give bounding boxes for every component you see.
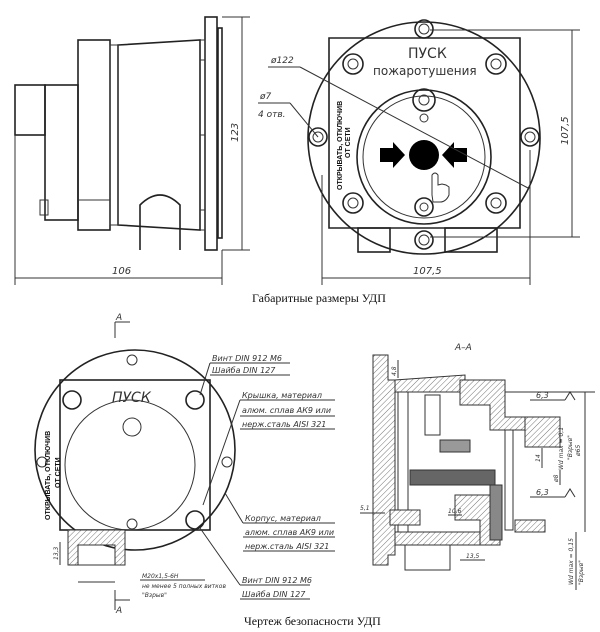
callout-screw-bottom-2: Шайба DIN 127 bbox=[242, 590, 306, 599]
dim-5-1: 5,1 bbox=[360, 505, 370, 512]
screw-heads bbox=[36, 354, 233, 530]
fit-top-3: ø65 bbox=[575, 445, 582, 457]
callout-cover-1: Крышка, материал bbox=[242, 391, 322, 400]
callout-body-3: нерж.сталь AISI 321 bbox=[245, 542, 329, 551]
screw-heads bbox=[342, 53, 507, 217]
roughness-top: 6,3 bbox=[536, 391, 549, 400]
thread-note-3: "Взрыв" bbox=[142, 592, 167, 599]
label-title: ПУСК bbox=[112, 390, 152, 406]
fit-bottom-1: Wd max = 0,15 bbox=[568, 538, 575, 585]
callout-cover-2: алюм. сплав АК9 или bbox=[242, 406, 331, 415]
dim-hole-7: ø7 bbox=[259, 92, 272, 102]
caption-safety: Чертеж безопасности УДП bbox=[244, 614, 381, 628]
label-title: ПУСК bbox=[408, 46, 447, 62]
dim-height-107-5: 107,5 bbox=[560, 116, 571, 145]
thread-note-1: M20x1,5-6H bbox=[142, 573, 179, 580]
section-mark-bottom: A bbox=[115, 606, 122, 616]
label-subtitle: пожаротушения bbox=[373, 64, 477, 78]
warning-line1: ОТКРЫВАТЬ, ОТКЛЮЧИВ bbox=[45, 431, 52, 520]
section-view-a-a: А–А 4,8 5,1 6,3 6,3 14 ø8 10,6 13,5 Wd m… bbox=[360, 343, 595, 590]
dim-14: 14 bbox=[535, 454, 542, 462]
front-view: ПУСК пожаротушения ОТКРЫВАТЬ, ОТКЛЮЧИВ О… bbox=[258, 19, 580, 285]
fit-bottom-2: "Взрыв" bbox=[578, 560, 585, 585]
dim-d8: ø8 bbox=[553, 474, 560, 483]
section-mark-top: A bbox=[115, 313, 122, 323]
dim-height-123: 123 bbox=[230, 123, 241, 142]
callouts: Винт DIN 912 M6 Шайба DIN 127 Крышка, ма… bbox=[199, 354, 335, 600]
dim-diameter-122: ø122 bbox=[270, 56, 294, 66]
callout-cover-3: нерж.сталь AISI 321 bbox=[242, 420, 326, 429]
callout-screw-top-2: Шайба DIN 127 bbox=[212, 366, 276, 375]
bottom-front-view: A A ПУСК ОТКРЫВАТЬ, ОТКЛЮЧИВ ОТ СЕТИ 13,… bbox=[34, 313, 335, 616]
side-view: 123 106 bbox=[14, 16, 250, 285]
dim-width-106: 106 bbox=[112, 266, 131, 277]
warning-line2: ОТ СЕТИ bbox=[55, 457, 62, 488]
callout-body-2: алюм. сплав АК9 или bbox=[245, 528, 334, 537]
callout-body-1: Корпус, материал bbox=[245, 514, 321, 523]
roughness-bottom: 6,3 bbox=[536, 488, 549, 497]
warning-line2: ОТ СЕТИ bbox=[345, 127, 352, 158]
dim-4-8: 4,8 bbox=[391, 366, 398, 376]
dim-10-6: 10,6 bbox=[448, 508, 462, 515]
dim-thread-13-3: 13,3 bbox=[53, 546, 60, 560]
warning-line1: ОТКРЫВАТЬ, ОТКЛЮЧИВ bbox=[337, 101, 344, 190]
callout-screw-bottom-1: Винт DIN 912 M6 bbox=[242, 576, 312, 585]
caption-dimensions: Габаритные размеры УДП bbox=[252, 291, 386, 305]
mounting-holes bbox=[308, 19, 540, 250]
dim-hole-count: 4 отв. bbox=[258, 110, 286, 120]
callout-screw-top-1: Винт DIN 912 M6 bbox=[212, 354, 282, 363]
press-button-pictogram-icon bbox=[380, 140, 467, 203]
dim-13-5: 13,5 bbox=[466, 553, 480, 560]
section-title: А–А bbox=[454, 343, 472, 353]
thread-note-2: не менее 5 полных витков bbox=[142, 583, 226, 590]
dim-width-107-5: 107,5 bbox=[413, 266, 442, 277]
fit-top-2: "Взрыв" bbox=[567, 435, 574, 460]
fit-top-1: Wd max = 0,1 bbox=[558, 427, 565, 470]
